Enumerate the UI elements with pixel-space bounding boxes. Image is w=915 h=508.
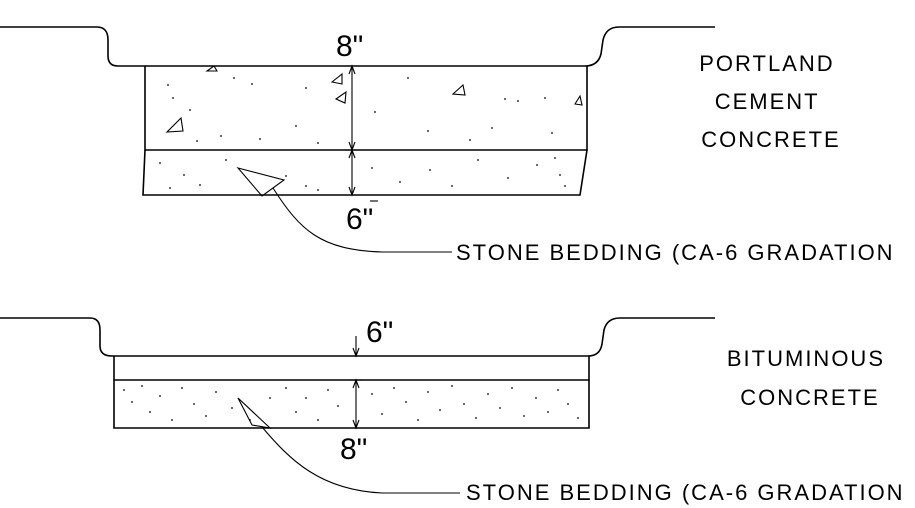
upper-material-line-3: CONCRETE	[701, 127, 840, 152]
upper-pavement-slab	[144, 66, 588, 151]
upper-aggregate-triangles	[165, 65, 583, 133]
lower-bedding-callout: STONE BEDDING (CA-6 GRADATION	[466, 480, 905, 505]
lower-ground-profile	[0, 317, 715, 357]
lower-dimension-line	[350, 336, 362, 430]
lower-material-label: BITUMINOUS CONCRETE	[727, 346, 893, 410]
lower-top-dimension: 6"	[366, 316, 393, 349]
lower-bedding-leader	[237, 397, 460, 494]
lower-bottom-dimension: 8"	[340, 433, 367, 466]
lower-bedding-layer	[113, 380, 590, 429]
lower-material-line-1: BITUMINOUS	[727, 346, 885, 371]
upper-bedding-leader	[236, 167, 452, 253]
upper-section: 8" 6" PORTLAND CEMENT CONCRETE STONE BED…	[0, 26, 895, 265]
upper-bedding-layer	[142, 149, 588, 196]
upper-material-line-1: PORTLAND	[699, 51, 834, 76]
upper-concrete-stipple	[167, 77, 553, 144]
lower-bedding-stipple	[123, 385, 579, 421]
upper-bedding-stipple	[159, 157, 566, 191]
upper-dimension-line	[346, 64, 378, 202]
lower-material-line-2: CONCRETE	[740, 385, 879, 410]
upper-material-label: PORTLAND CEMENT CONCRETE	[699, 51, 843, 152]
upper-material-line-2: CEMENT	[715, 89, 820, 114]
upper-bedding-callout: STONE BEDDING (CA-6 GRADATION	[456, 240, 895, 265]
lower-pavement-layer	[113, 356, 590, 381]
upper-bottom-dimension: 6"	[346, 203, 373, 236]
lower-section: 6" 8" BITUMINOUS CONCRETE STONE BEDDING …	[0, 316, 905, 505]
upper-top-dimension: 8"	[336, 30, 363, 63]
